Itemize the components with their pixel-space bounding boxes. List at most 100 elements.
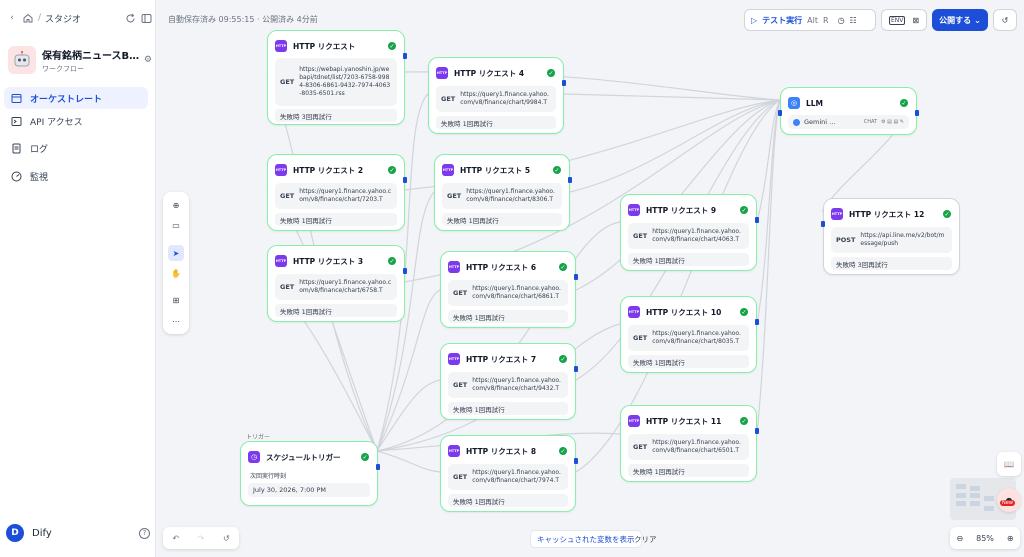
clear-button[interactable]: クリア <box>634 535 657 544</box>
output-port[interactable] <box>574 366 578 372</box>
note-icon[interactable]: ▭ <box>172 220 180 230</box>
output-port[interactable] <box>574 274 578 280</box>
output-port[interactable] <box>574 458 578 464</box>
output-port[interactable] <box>915 110 919 116</box>
http-method: GET <box>280 283 295 291</box>
hand-icon[interactable]: ✋ <box>171 268 181 278</box>
input-port[interactable] <box>778 110 782 116</box>
output-port[interactable] <box>755 217 759 223</box>
http-icon: HTTP <box>448 445 460 457</box>
app-card[interactable]: 保有銘柄ニュースB… ワークフロー ⚙ <box>8 44 152 76</box>
sidebar-toggle-icon[interactable] <box>140 12 152 24</box>
home-icon[interactable] <box>22 12 34 24</box>
output-port[interactable] <box>403 53 407 59</box>
nav-monitoring-label: 監視 <box>30 172 49 183</box>
book-icon[interactable]: 📖 <box>997 452 1021 476</box>
llm-model: Gemini … <box>804 117 836 126</box>
nav-orchestrate[interactable]: オーケストレート <box>4 87 148 109</box>
gemini-icon <box>793 118 800 126</box>
output-port[interactable] <box>376 464 380 470</box>
node-title: HTTP リクエスト 5 <box>460 165 531 175</box>
history-icon[interactable]: ↺ <box>222 533 230 543</box>
new-badge: New <box>1000 500 1015 506</box>
publish-label: 公開する <box>939 15 972 25</box>
retry-info: 失敗時 1回再試行 <box>275 213 397 226</box>
history-icon[interactable]: ◷ <box>837 15 845 25</box>
output-port[interactable] <box>562 80 566 86</box>
http-method: GET <box>280 192 295 200</box>
chevron-left-icon[interactable]: ‹ <box>10 13 14 23</box>
layout-icon[interactable]: ⊞ <box>172 295 180 305</box>
success-check-icon: ✓ <box>559 263 567 271</box>
refresh-icon[interactable] <box>124 12 136 24</box>
llm-icon: ◎ <box>788 97 800 109</box>
output-port[interactable] <box>403 177 407 183</box>
node-title: HTTP リクエスト 9 <box>646 205 717 215</box>
nav-monitoring[interactable]: 監視 <box>4 165 148 187</box>
output-port[interactable] <box>755 319 759 325</box>
output-port[interactable] <box>403 268 407 274</box>
canvas-toolbar: ⊕ ▭ ➤ ✋ ⊞ ⋯ <box>163 192 189 334</box>
success-check-icon: ✓ <box>559 355 567 363</box>
http-method: GET <box>633 443 648 451</box>
next-run-value: July 30, 2026, 7:00 PM <box>248 483 370 497</box>
node-schedule-trigger[interactable]: ◷スケジュールトリガー✓ 次回実行時刻 July 30, 2026, 7:00 … <box>240 441 380 506</box>
output-port[interactable] <box>568 177 572 183</box>
env-icon[interactable]: ENV <box>888 15 906 25</box>
publish-button[interactable]: 公開する ⌄ <box>932 9 988 31</box>
success-check-icon: ✓ <box>559 447 567 455</box>
clock-icon: ◷ <box>248 451 260 463</box>
terminal-icon <box>10 115 22 127</box>
show-cached-variables-button[interactable]: キャッシュされた変数を表示 <box>530 530 642 548</box>
breadcrumb-studio[interactable]: スタジオ <box>45 14 82 25</box>
nav-api-access[interactable]: API アクセス <box>4 110 148 132</box>
play-icon: ▷ <box>751 15 758 25</box>
help-icon[interactable]: ? <box>139 527 150 539</box>
input-port[interactable] <box>821 221 825 227</box>
http-url: https://query1.finance.yahoo.com/v8/fina… <box>299 278 392 294</box>
node-title: HTTP リクエスト 3 <box>293 256 364 266</box>
retry-info: 失敗時 1回再試行 <box>275 304 397 317</box>
app-settings-icon[interactable]: ⚙ <box>143 55 152 65</box>
node-llm[interactable]: ◎LLM✓ Gemini … CHAT ⚙ ▤ ▤ ✎ <box>778 87 919 135</box>
retry-info: 失敗時 1回再試行 <box>448 494 568 507</box>
checklist-icon[interactable]: ☷ <box>849 15 857 25</box>
zoom-level[interactable]: 85% <box>976 533 994 543</box>
nav-orchestrate-label: オーケストレート <box>30 94 103 105</box>
import-export-group: ENV ⊠ <box>881 9 927 31</box>
pointer-icon[interactable]: ➤ <box>168 245 184 261</box>
test-run-button[interactable]: ▷ テスト実行 Alt R ◷ ☷ <box>744 9 876 31</box>
node-title: HTTP リクエスト 6 <box>466 262 537 272</box>
trigger-tag: トリガー <box>246 434 271 441</box>
output-port[interactable] <box>755 428 759 434</box>
app-type: ワークフロー <box>42 64 84 73</box>
redo-icon[interactable]: ↷ <box>197 533 205 543</box>
nav-logs[interactable]: ログ <box>4 137 148 159</box>
version-history-button[interactable]: ↺ <box>993 9 1017 31</box>
user-menu[interactable]: D Dify ? <box>6 524 150 542</box>
success-check-icon: ✓ <box>388 257 396 265</box>
undo-icon[interactable]: ↶ <box>172 533 180 543</box>
http-url: https://query1.finance.yahoo.com/v8/fina… <box>460 90 549 106</box>
add-node-icon[interactable]: ⊕ <box>172 200 180 210</box>
zoom-out-icon[interactable]: ⊖ <box>956 533 964 543</box>
http-method: GET <box>453 473 468 481</box>
zoom-in-icon[interactable]: ⊕ <box>1006 533 1014 543</box>
retry-info: 失敗時 1回再試行 <box>628 355 749 368</box>
more-icon[interactable]: ⋯ <box>172 316 180 326</box>
retry-info: 失敗時 1回再試行 <box>448 310 568 323</box>
close-icon[interactable]: ⊠ <box>912 15 920 25</box>
success-check-icon: ✓ <box>740 308 748 316</box>
